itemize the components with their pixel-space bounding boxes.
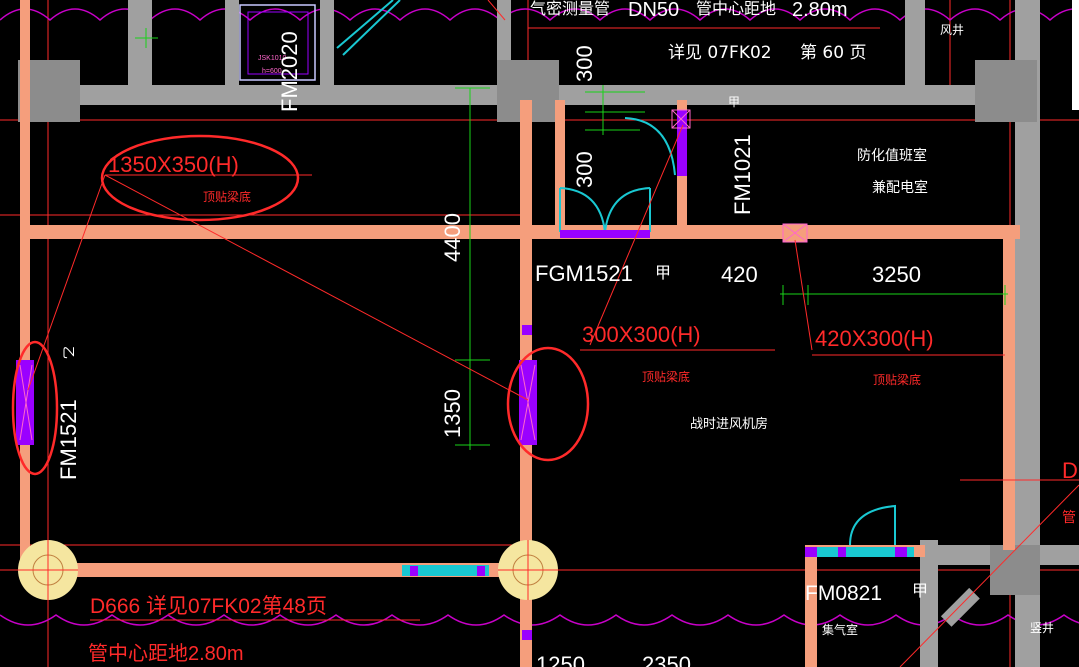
label-edge-d: D (1062, 458, 1078, 483)
label-duct-1350x350: 1350X350(H) (108, 152, 239, 177)
round-columns (18, 540, 558, 600)
label-dim-3250: 3250 (872, 262, 921, 287)
label-top-height: 2.80m (792, 0, 848, 21)
duct-x-symbols (19, 109, 808, 441)
label-dim-2350: 2350 (642, 652, 691, 667)
leader-lines (27, 0, 1079, 667)
label-jia-mid: 甲 (655, 263, 671, 282)
label-duct-300x300: 300X300(H) (582, 322, 701, 347)
equipment-box (239, 4, 316, 81)
label-dim-300-mid: 300 (572, 151, 597, 188)
equipment-box-label: JSK1010 (258, 55, 287, 62)
label-fm1521: FM1521 (56, 399, 81, 480)
label-top-center: 管中心距地 (696, 0, 776, 18)
dimension-lines (135, 28, 1008, 450)
label-duct-1350-note: 顶贴梁底 (203, 189, 251, 204)
label-d666: D666 详见07FK02第48页 (90, 595, 327, 618)
label-dim-1250: 1250 (536, 652, 585, 667)
label-fengjing: 风井 (940, 23, 964, 37)
window-edge (1072, 0, 1079, 110)
label-room-fan: 战时进风机房 (690, 416, 768, 432)
label-top-detail: 详见 07FK02 (668, 43, 772, 63)
label-fm2020: FM2020 (277, 31, 302, 112)
label-edge-guan: 管 (1062, 510, 1076, 526)
label-fm1521-tag: 乙 (60, 346, 75, 359)
label-top-pipe: 气密测量管 (530, 0, 610, 18)
label-dim-300-top: 300 (572, 45, 597, 82)
label-fm0821: FM0821 (805, 582, 882, 605)
label-pipe-center: 管中心距地2.80m (88, 642, 244, 665)
label-dim-1350: 1350 (440, 389, 465, 438)
label-shujing: 竖井 (1030, 621, 1054, 635)
label-duct-420-note: 顶贴梁底 (873, 372, 921, 387)
door-openings (336, 0, 914, 576)
label-room-power: 兼配电室 (872, 179, 928, 196)
label-fgm1521: FGM1521 (535, 261, 633, 286)
label-room-duty: 防化值班室 (857, 147, 927, 164)
label-room-gas: 集气室 (822, 622, 858, 637)
label-top-dn: DN50 (628, 0, 679, 21)
label-duct-420x300: 420X300(H) (815, 326, 934, 351)
label-top-page: 第 60 页 (800, 43, 866, 63)
label-dim-420: 420 (721, 262, 758, 287)
label-jia-bottom: 甲 (912, 581, 928, 600)
label-duct-300-note: 顶贴梁底 (642, 369, 690, 384)
door-markers (16, 110, 907, 640)
label-dim-4400: 4400 (440, 213, 465, 262)
label-jia-top: 甲 (728, 95, 740, 109)
equipment-box-sublabel: h=600 (262, 68, 282, 75)
highlight-ellipses (11, 134, 590, 476)
label-fm1021: FM1021 (730, 134, 755, 215)
